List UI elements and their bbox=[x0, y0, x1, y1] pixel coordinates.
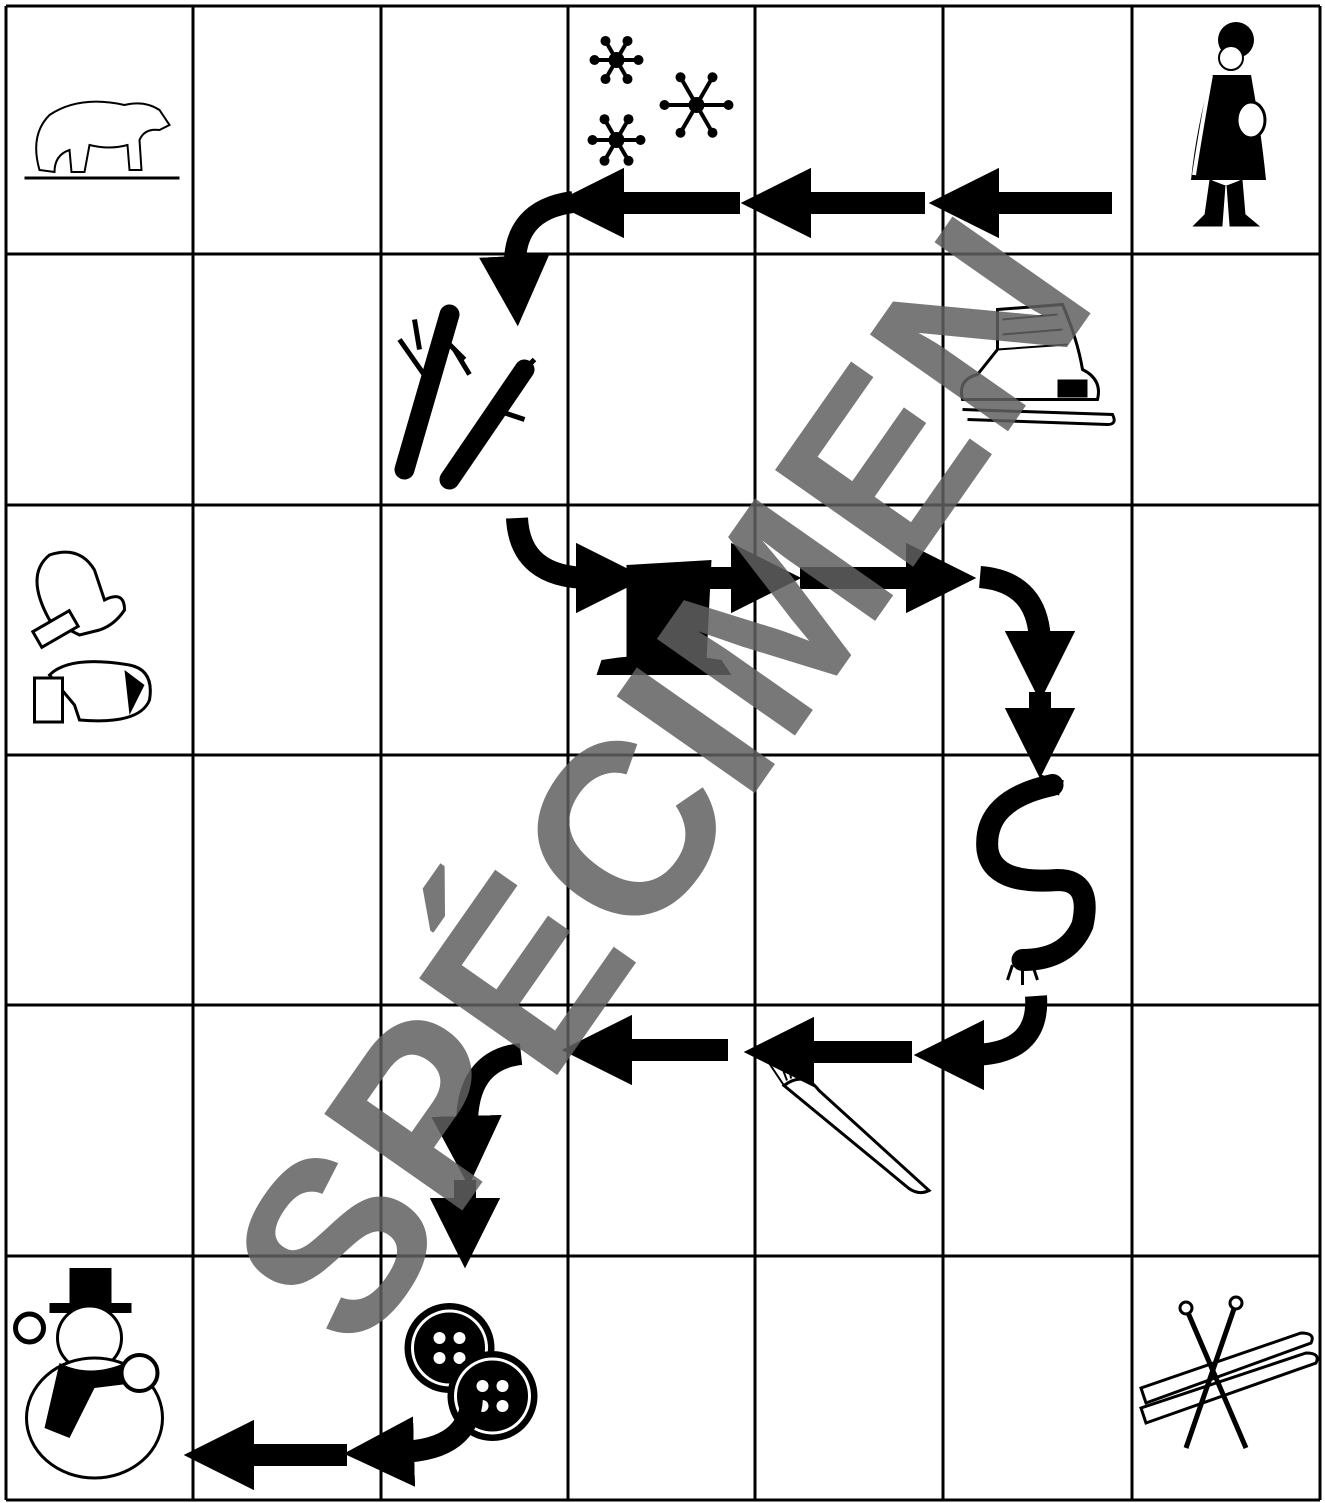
arrow-curve-right bbox=[517, 518, 590, 578]
arrow-curve-down bbox=[467, 1054, 521, 1130]
arrow-curve-down bbox=[515, 202, 573, 270]
arrow-curve-left bbox=[400, 1397, 472, 1452]
sticks-icon bbox=[400, 315, 535, 480]
grid bbox=[6, 6, 1320, 1500]
arrow-curve-down bbox=[980, 577, 1040, 645]
winter-girl-icon bbox=[1191, 22, 1266, 225]
skis-icon bbox=[1141, 1297, 1317, 1448]
ice-skate-icon bbox=[962, 305, 1115, 425]
polar-bear-icon bbox=[25, 102, 180, 178]
carrot-icon bbox=[764, 1046, 929, 1193]
mittens-icon bbox=[33, 552, 151, 722]
pictures bbox=[16, 22, 1318, 1478]
snowflakes-icon bbox=[588, 36, 734, 166]
snowman-icon bbox=[16, 1268, 163, 1478]
scarf-icon bbox=[987, 775, 1085, 985]
